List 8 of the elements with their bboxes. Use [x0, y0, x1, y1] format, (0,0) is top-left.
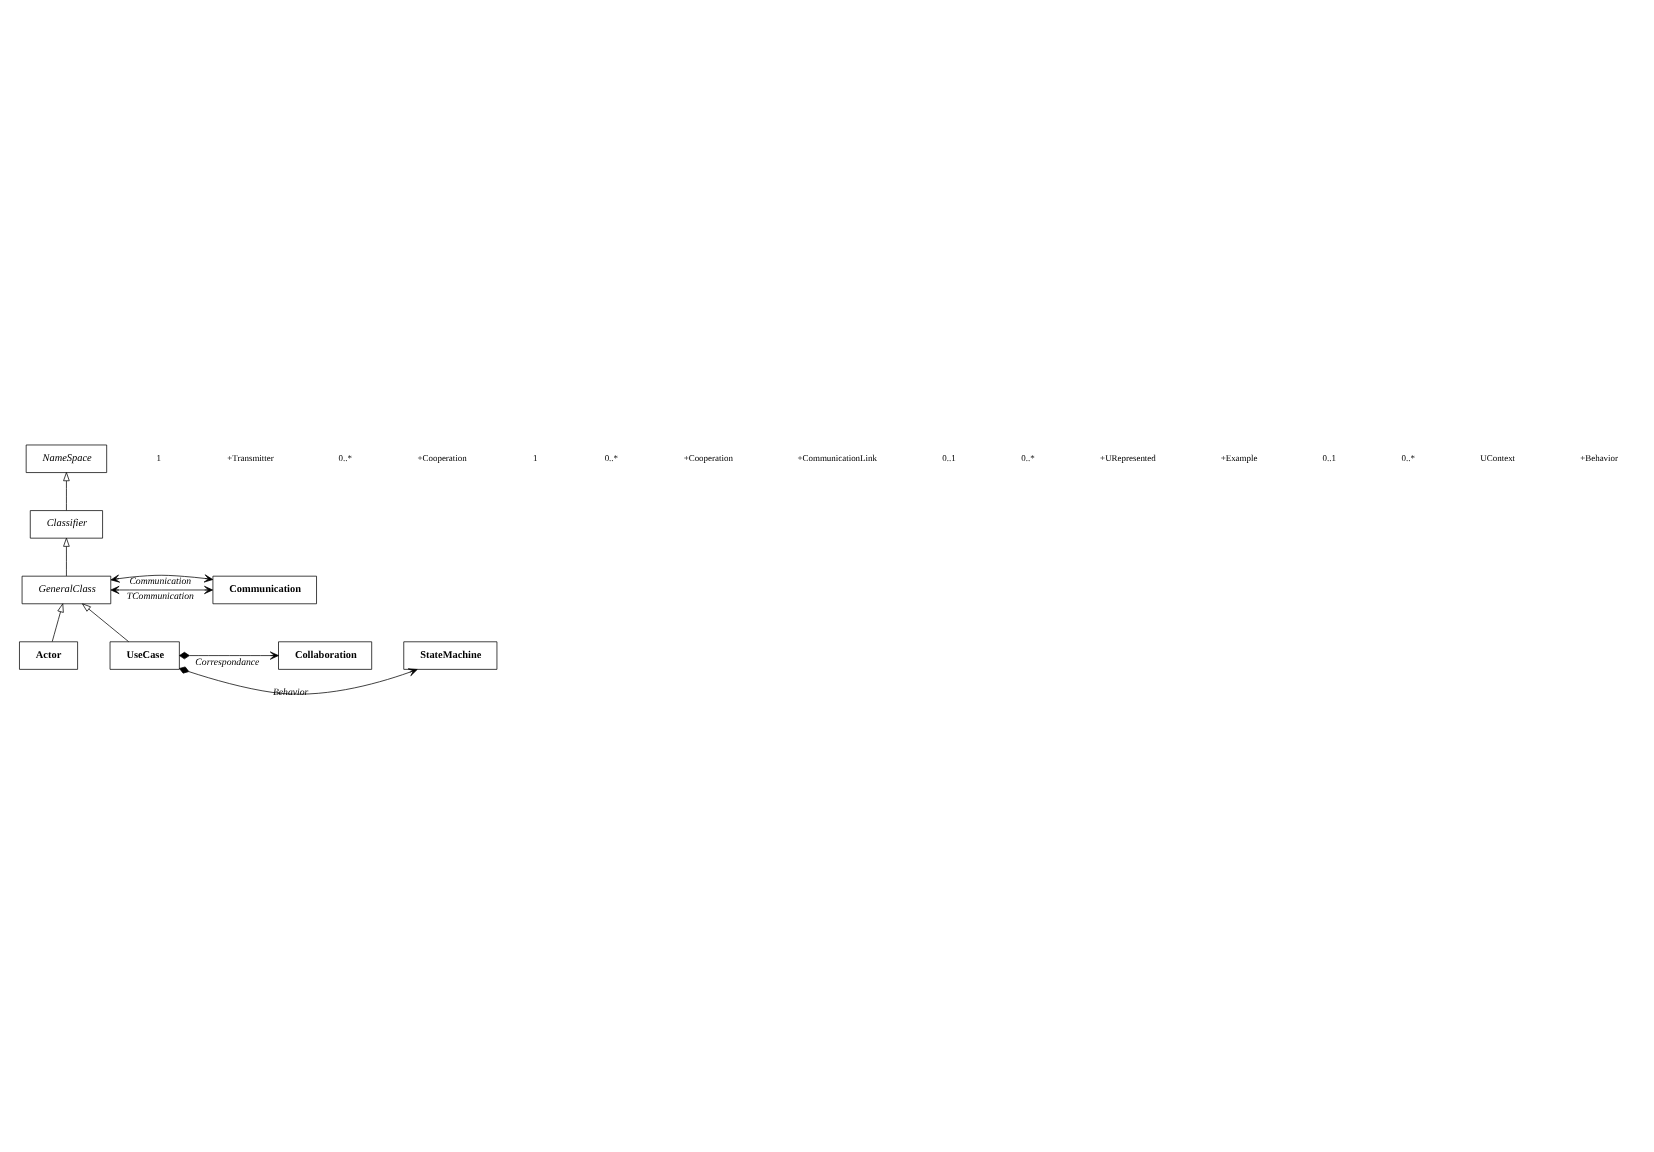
arrow	[51, 603, 64, 642]
arrow	[179, 666, 418, 695]
arrow	[110, 585, 213, 595]
arrow	[82, 603, 130, 643]
arrow	[110, 574, 214, 583]
arrow	[63, 537, 70, 577]
arrow	[179, 651, 279, 660]
arrow	[63, 472, 70, 511]
